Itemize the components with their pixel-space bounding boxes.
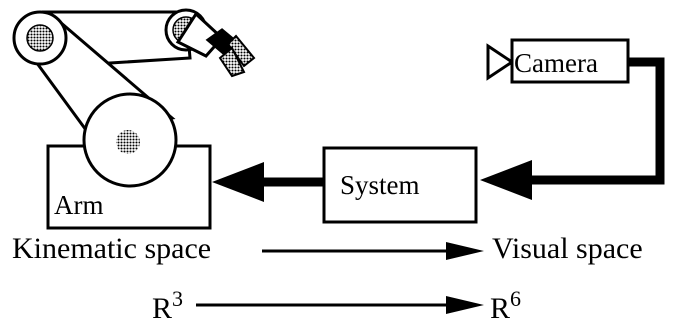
arm-label: Arm — [54, 190, 104, 220]
r3-label: R3 — [152, 286, 183, 325]
space-mapping-arrow — [262, 242, 484, 260]
kinematic-space-label: Kinematic space — [12, 232, 211, 265]
arm-forearm — [175, 11, 225, 58]
r3-base: R — [152, 292, 172, 325]
dimension-mapping-arrow — [196, 296, 484, 314]
camera-icon — [486, 38, 630, 84]
system-box — [322, 146, 478, 224]
camera-body — [510, 38, 630, 84]
camera-lens — [486, 43, 515, 81]
system-label: System — [340, 170, 420, 200]
robot-arm-icon — [12, 8, 256, 230]
r6-exponent: 6 — [510, 286, 521, 311]
r6-label: R6 — [490, 286, 521, 325]
camera-to-system-arrow — [480, 57, 665, 200]
r3-exponent: 3 — [172, 286, 183, 311]
visual-space-label: Visual space — [492, 232, 643, 265]
camera-label: Camera — [514, 48, 598, 78]
r6-base: R — [490, 292, 510, 325]
system-to-arm-arrow — [212, 162, 324, 202]
gripper — [205, 28, 256, 78]
